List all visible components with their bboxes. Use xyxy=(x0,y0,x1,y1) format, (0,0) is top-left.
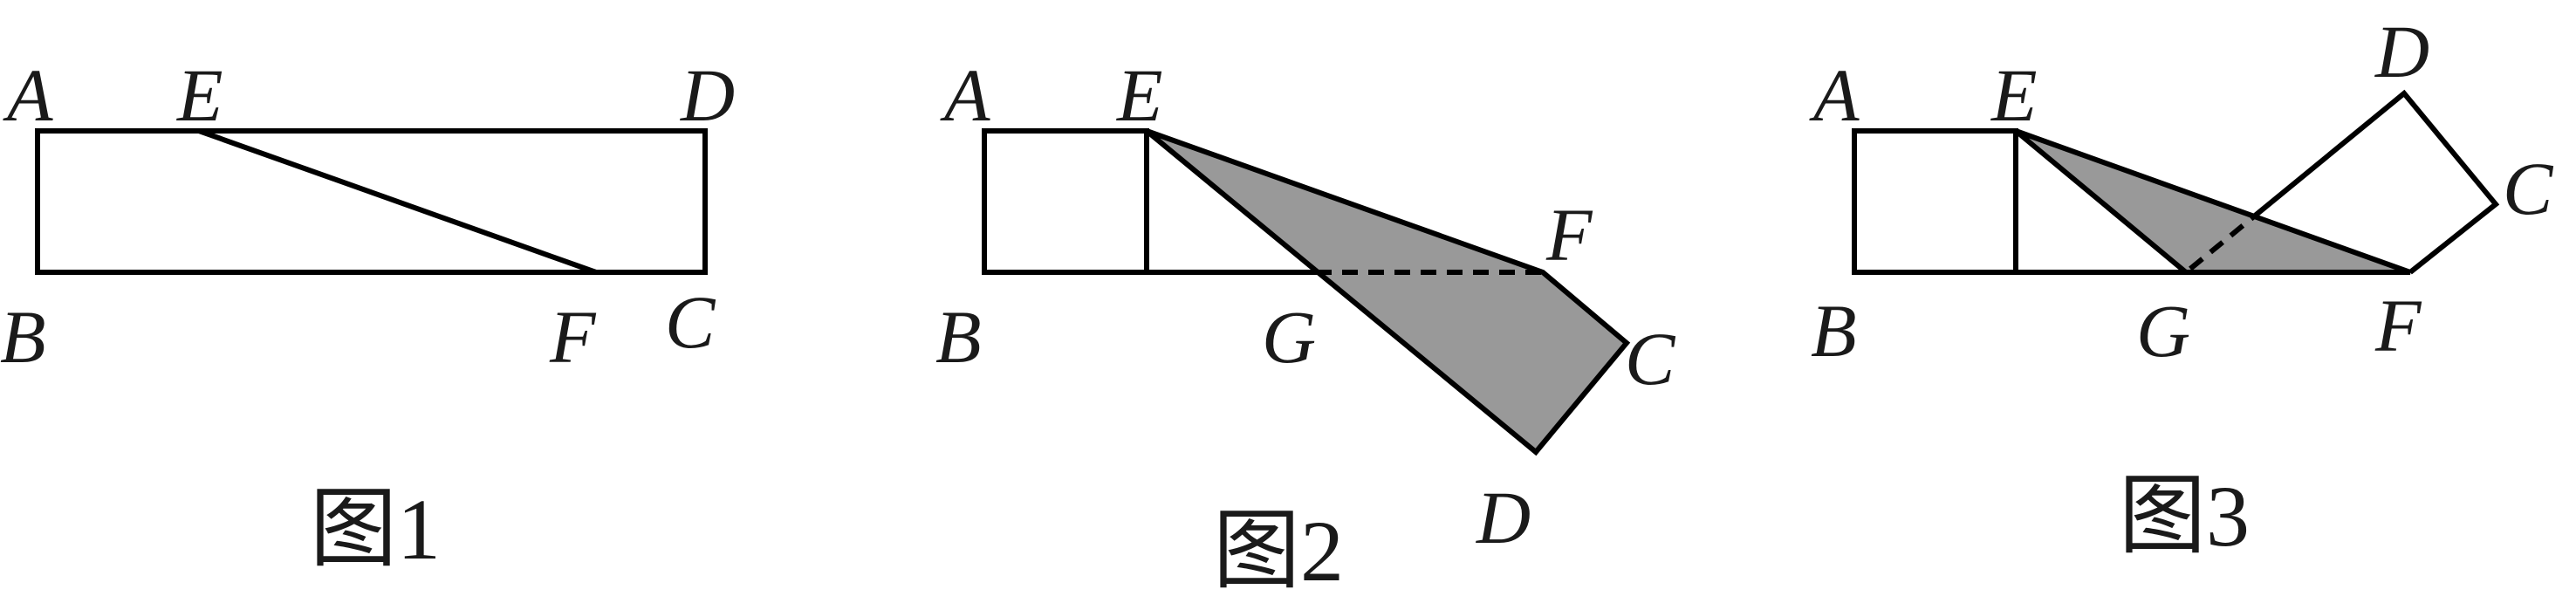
caption-figure-3: 图3 xyxy=(2119,468,2250,565)
label-f: F xyxy=(2374,284,2422,367)
label-e: E xyxy=(1990,53,2038,137)
label-f: F xyxy=(549,295,597,379)
caption-figure-2: 图2 xyxy=(1213,503,1344,600)
segment-ef xyxy=(197,128,598,275)
label-a: A xyxy=(3,53,53,137)
caption-figure-1: 图1 xyxy=(310,481,441,578)
label-d: D xyxy=(2374,10,2429,93)
label-c: C xyxy=(1625,317,1676,401)
label-c: C xyxy=(2503,147,2554,230)
label-c: C xyxy=(665,280,716,364)
label-a: A xyxy=(940,53,990,137)
label-e: E xyxy=(1115,53,1163,137)
label-g: G xyxy=(2136,289,2190,373)
label-b: B xyxy=(1811,289,1857,373)
label-d: D xyxy=(680,53,735,137)
rectangle-outline xyxy=(982,128,1149,275)
label-b: B xyxy=(935,295,982,379)
figure-1: A E D B F C 图1 xyxy=(0,53,735,578)
label-b: B xyxy=(0,295,46,379)
label-f: F xyxy=(1545,193,1593,277)
figure-3: A E D C B G F 图3 xyxy=(1809,10,2554,565)
label-a: A xyxy=(1809,53,1860,137)
rectangle-abcd xyxy=(35,128,708,275)
folded-region xyxy=(1145,128,1631,456)
label-g: G xyxy=(1262,295,1316,379)
label-d: D xyxy=(1476,476,1531,559)
folded-flap xyxy=(2252,89,2500,275)
label-e: E xyxy=(175,53,223,137)
figure-2: A E F B G C D 图2 xyxy=(935,53,1676,600)
segment-hidden-dashed xyxy=(2189,214,2256,271)
rectangle-outline xyxy=(1852,128,2018,275)
shaded-region xyxy=(2014,128,2412,275)
